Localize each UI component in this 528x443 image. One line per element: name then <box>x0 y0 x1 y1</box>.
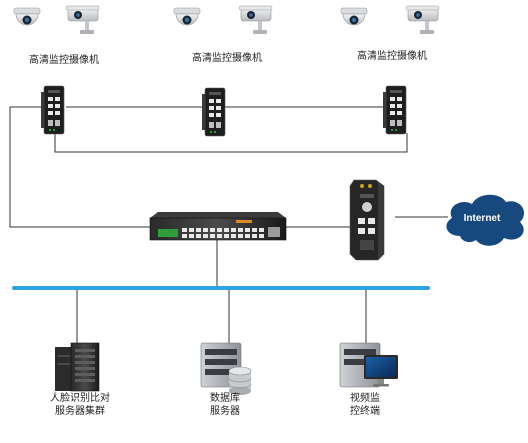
bullet-camera-icon <box>238 5 273 34</box>
camera-group-label-3: 高清监控摄像机 <box>357 51 427 62</box>
database-server-icon <box>200 342 252 395</box>
ring-cable-bottom <box>54 133 408 153</box>
monitor-terminal-label: 视频监 控终端 <box>325 392 405 418</box>
internet-cloud: Internet <box>446 194 525 246</box>
industrial-switch-1 <box>41 85 65 135</box>
monitor-screen-icon <box>364 355 398 387</box>
face-server-label-line2: 服务器集群 <box>55 406 105 417</box>
industrial-switch-2 <box>202 87 226 137</box>
face-server-label-line1: 人脸识别比对 <box>50 393 110 404</box>
dome-camera-icon <box>173 7 201 26</box>
camera-group-3 <box>340 5 440 34</box>
internet-label: Internet <box>464 213 501 224</box>
camera-group-label-1: 高清监控摄像机 <box>29 55 99 66</box>
endpoint-drops <box>76 288 367 345</box>
db-server-label-line1: 数据库 <box>210 393 240 404</box>
industrial-switch-3 <box>383 85 407 135</box>
monitor-terminal-label-line2: 控终端 <box>350 406 380 417</box>
database-cylinder-icon <box>228 366 252 395</box>
camera-group-label-2: 高清监控摄像机 <box>192 53 262 64</box>
industrial-router <box>349 179 385 261</box>
dome-camera-icon <box>340 7 368 26</box>
face-server-label: 人脸识别比对 服务器集群 <box>30 392 130 418</box>
ring-cable-top <box>9 106 386 228</box>
bullet-camera-icon <box>405 5 440 34</box>
db-server-label-line2: 服务器 <box>210 406 240 417</box>
monitoring-terminal-icon <box>339 342 398 388</box>
core-switch <box>149 212 287 241</box>
dome-camera-icon <box>13 7 41 26</box>
camera-group-2 <box>173 5 273 34</box>
server-cluster-icon <box>55 342 100 392</box>
uplink-cables <box>216 216 448 288</box>
bullet-camera-icon <box>65 5 100 34</box>
monitor-terminal-label-line1: 视频监 <box>350 393 380 404</box>
db-server-label: 数据库 服务器 <box>185 392 265 418</box>
camera-group-1 <box>13 5 100 34</box>
